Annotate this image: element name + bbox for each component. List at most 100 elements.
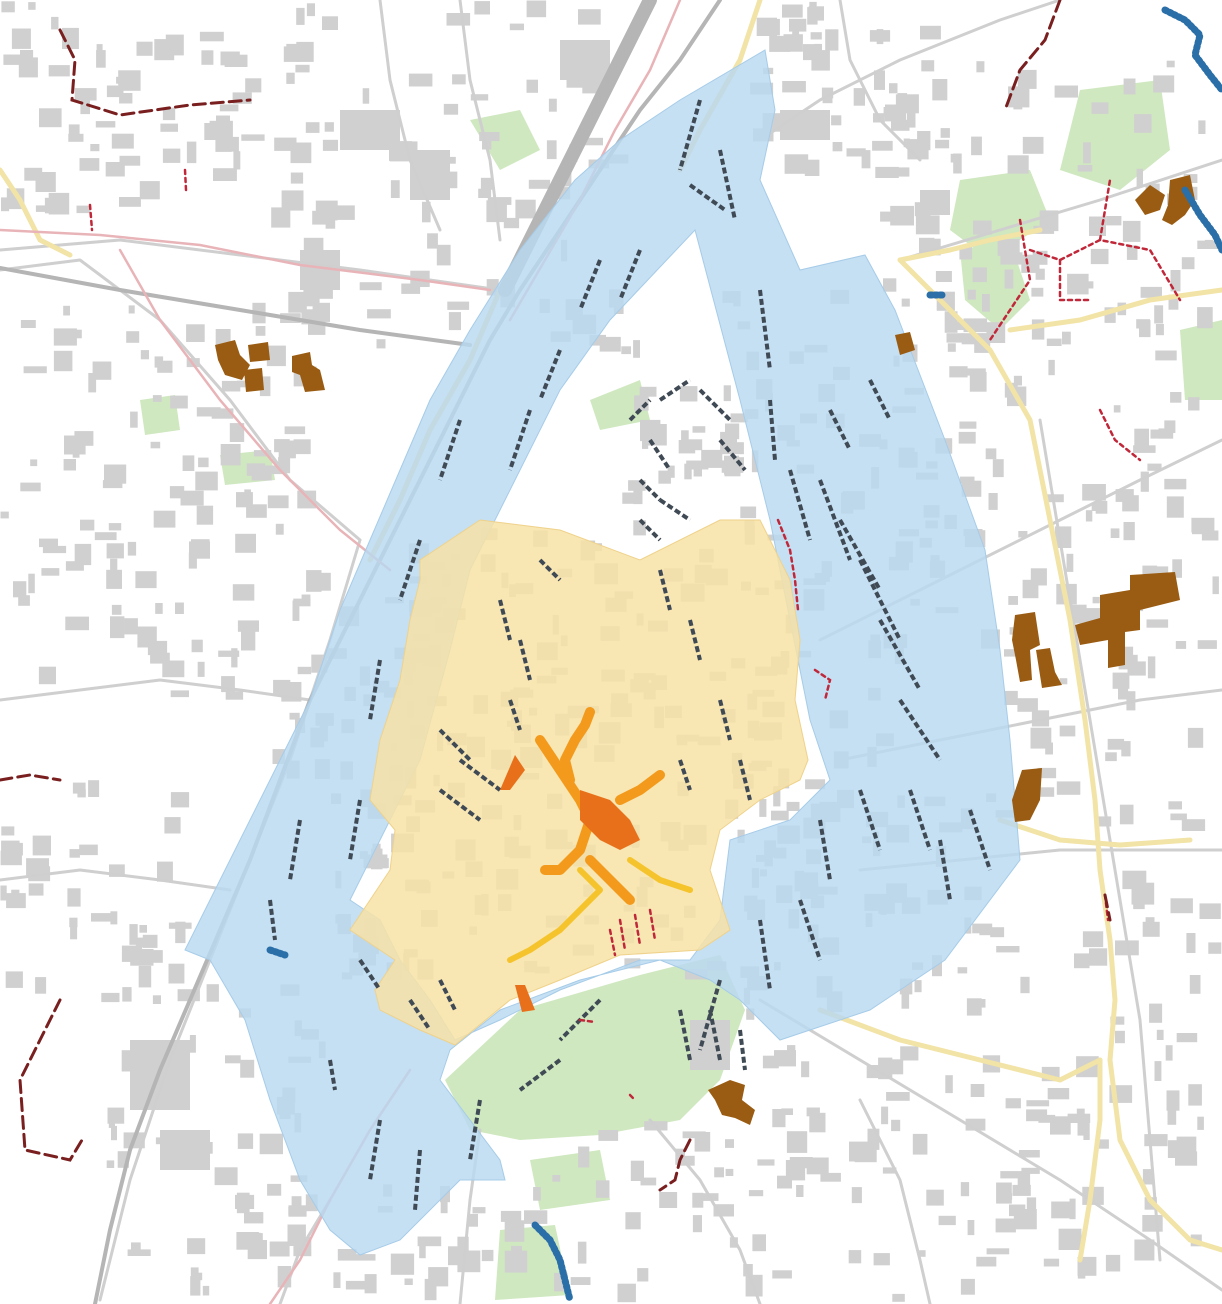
building [1166, 60, 1175, 68]
building [976, 1256, 997, 1267]
building [152, 395, 162, 402]
building [882, 1167, 897, 1174]
building [162, 148, 181, 163]
building [152, 995, 161, 1004]
pedestrian-north-branch [560, 707, 595, 785]
building [872, 140, 893, 151]
road-west-2 [0, 868, 232, 892]
building [1082, 931, 1104, 948]
building [390, 180, 400, 198]
trail-west [0, 773, 62, 782]
building [986, 1248, 1010, 1255]
pedestrian-west-block [500, 755, 525, 790]
building [935, 271, 952, 282]
main-road-northwest [0, 167, 73, 258]
building [777, 1175, 792, 1189]
building [526, 79, 538, 93]
public-buildings-layer [215, 175, 1195, 1125]
road-north-west [0, 238, 502, 292]
building [3, 54, 24, 65]
building [1048, 359, 1055, 376]
building [524, 1210, 548, 1224]
building [959, 246, 973, 260]
inner-zone-polygon[interactable] [349, 519, 809, 1046]
parking-lane [878, 619, 922, 691]
building [51, 16, 59, 30]
city-park-south [445, 955, 745, 1140]
public-building-east-2 [1012, 612, 1040, 682]
building [65, 616, 89, 631]
building [162, 107, 176, 121]
building [27, 864, 42, 876]
building [188, 552, 197, 569]
building [1030, 727, 1052, 749]
building [1122, 220, 1141, 242]
building [781, 1108, 793, 1115]
parking-lane [408, 998, 432, 1032]
building [1145, 917, 1155, 933]
building [1074, 953, 1090, 969]
building [170, 395, 188, 409]
building [69, 849, 80, 858]
building [88, 373, 97, 393]
building [448, 312, 461, 331]
building [511, 1245, 522, 1267]
building [801, 1061, 810, 1078]
building [891, 1119, 901, 1132]
building [168, 922, 192, 929]
building [1082, 484, 1106, 501]
building [15, 842, 23, 856]
building [1134, 428, 1149, 448]
building [861, 150, 871, 169]
building [1176, 1136, 1197, 1153]
building [1067, 273, 1089, 295]
building [723, 385, 731, 402]
building [68, 124, 80, 134]
building [784, 154, 809, 174]
building [746, 1008, 755, 1020]
building [267, 1183, 282, 1196]
footpath-park [578, 1018, 597, 1024]
building [1059, 678, 1068, 685]
footpaths-layer [88, 168, 1182, 1102]
building [480, 177, 493, 190]
building [106, 85, 124, 98]
road-north-3 [378, 0, 442, 232]
park-east-strip [1180, 320, 1222, 400]
building [960, 1182, 970, 1197]
building [1133, 897, 1145, 910]
building [686, 460, 709, 470]
footpath-center-south-4 [608, 928, 617, 957]
building [961, 480, 982, 497]
building [1000, 252, 1023, 265]
building [972, 923, 993, 934]
building [1166, 1090, 1180, 1111]
building [404, 1278, 413, 1285]
building [789, 18, 807, 32]
building [11, 28, 31, 49]
footpath-center-south-3 [648, 908, 657, 942]
building [725, 1139, 734, 1148]
footpath-north-1 [88, 203, 94, 232]
building [659, 1192, 678, 1208]
waterway-northeast-2 [1181, 186, 1222, 254]
main-road-east-upper [1007, 287, 1222, 333]
building [80, 97, 90, 115]
building [945, 1075, 953, 1094]
building [139, 925, 147, 933]
building [1105, 1254, 1121, 1272]
building [474, 1, 490, 15]
building [233, 151, 241, 170]
building [1047, 1088, 1070, 1100]
building [422, 201, 431, 223]
building [70, 921, 78, 940]
building [625, 1212, 641, 1230]
building [119, 155, 141, 166]
building [232, 584, 255, 601]
building [457, 1250, 481, 1273]
building [757, 1159, 775, 1166]
building [932, 79, 948, 101]
building [235, 533, 256, 553]
building [1085, 510, 1093, 522]
